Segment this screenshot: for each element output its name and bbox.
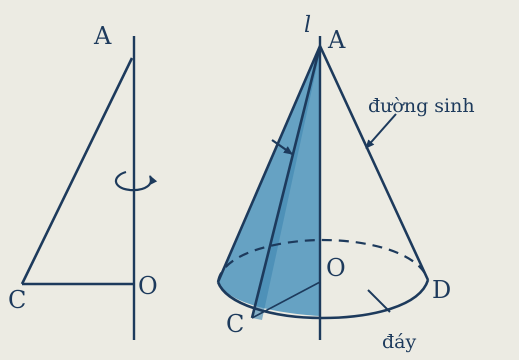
label-generatrix: đường sinh	[368, 95, 475, 117]
slant-right	[318, 45, 430, 281]
slant-ac	[250, 45, 322, 319]
label-left-foot: O	[138, 272, 158, 300]
label-left-corner: C	[8, 286, 26, 314]
slant-arrow-icon	[271, 139, 293, 155]
left-figure	[20, 36, 158, 340]
label-cone-apex: A	[327, 26, 346, 54]
hypotenuse-ac	[20, 57, 134, 285]
label-cone-left: C	[226, 310, 244, 338]
generatrix-pointer	[365, 113, 397, 149]
rotation-arrow-icon	[114, 170, 158, 192]
label-base: đáy	[382, 331, 416, 353]
label-cone-right: D	[432, 276, 451, 304]
label-axis: l	[304, 13, 311, 38]
radius-oc	[251, 281, 321, 319]
cone-figure	[216, 36, 430, 340]
slant-left	[216, 45, 322, 283]
base-front-solid	[216, 279, 430, 320]
label-left-apex: A	[93, 22, 112, 50]
base-pointer	[367, 289, 391, 313]
cone-shaded-region	[218, 46, 320, 316]
base-back-dashed	[216, 238, 430, 283]
label-cone-center: O	[326, 254, 346, 282]
